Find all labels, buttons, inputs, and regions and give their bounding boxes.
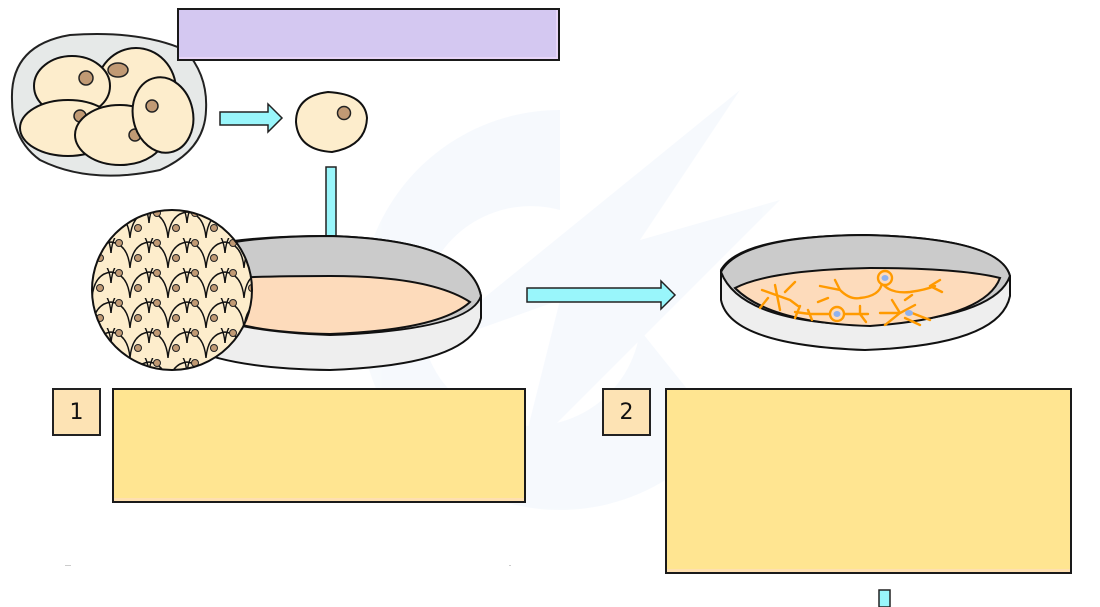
early-embryo-cells-icon [10, 33, 208, 177]
arrow-down-2 [878, 589, 891, 607]
arrow-right-2 [526, 279, 677, 311]
neuron-nuclei [828, 269, 913, 323]
step-2-text-box [665, 388, 1072, 574]
stray-mark [65, 565, 71, 566]
stray-mark [509, 565, 511, 566]
petri-dish-neurons-icon [719, 233, 1012, 352]
step-badge-1: 1 [52, 388, 101, 436]
arrow-right-1 [219, 102, 284, 134]
isolated-stem-cell-icon [294, 90, 369, 154]
neuron-cells [758, 278, 944, 327]
title-box [177, 8, 560, 61]
magnified-cell-colony-icon [91, 209, 253, 371]
step-1-text-box [112, 388, 526, 503]
step-badge-2: 2 [602, 388, 651, 436]
